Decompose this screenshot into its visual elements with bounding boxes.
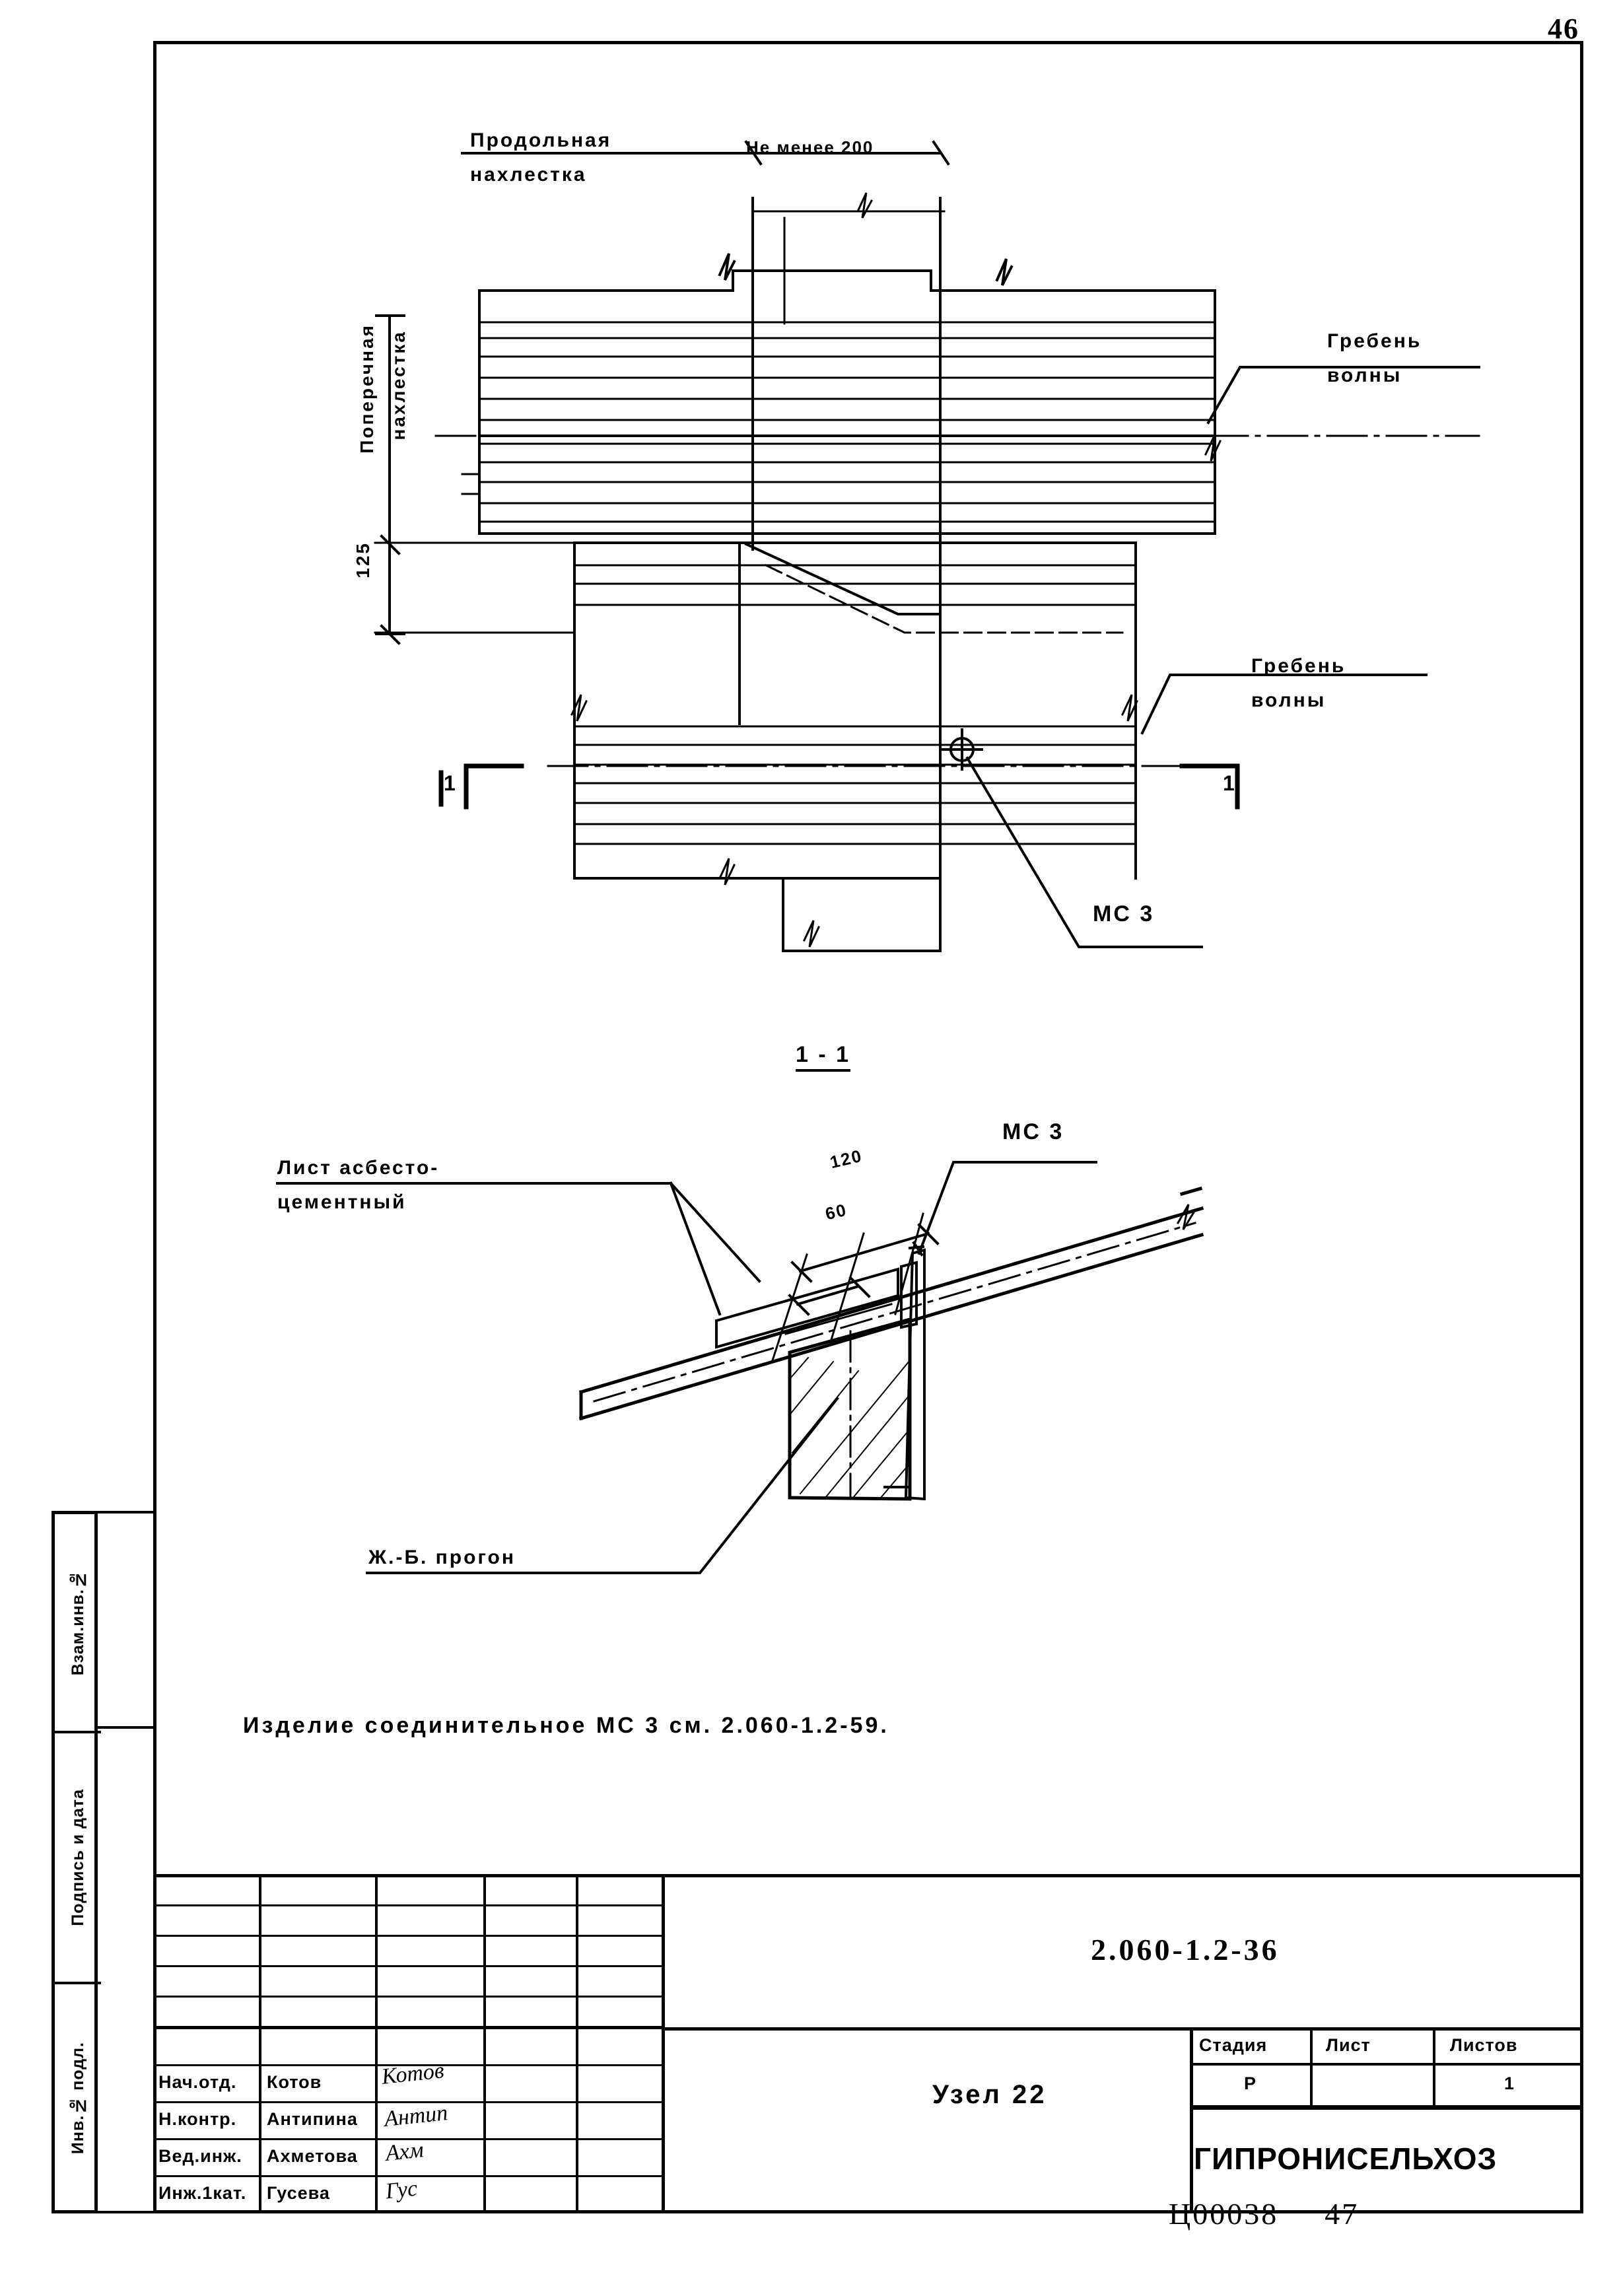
role-name-0: Котов <box>267 2072 322 2092</box>
organization-name: ГИПРОНИСЕЛЬХОЗ <box>1194 2141 1498 2176</box>
title-block-outer <box>153 1874 1583 2213</box>
document-code: 2.060-1.2-36 <box>1091 1933 1280 1966</box>
stage-header-stage: Стадия <box>1199 2035 1268 2055</box>
role-label-0: Нач.отд. <box>158 2072 237 2092</box>
organization-cell: ГИПРОНИСЕЛЬХОЗ <box>1190 2106 1583 2213</box>
label-crest-top-line1: Гребень <box>1327 330 1422 352</box>
role-label-3: Инж.1кат. <box>158 2183 247 2203</box>
role-signature-3: Гус <box>384 2176 419 2204</box>
label-transverse-lap-line1: Поперечная <box>357 324 377 454</box>
page-number: 46 <box>1548 13 1579 45</box>
title-block: Нач.отд. Котов Котов Н.контр. Антипина А… <box>153 1874 1583 2213</box>
section-mark-left-number: 1 <box>444 771 458 795</box>
margin-tick-top <box>98 1511 153 1513</box>
role-signature-0: Котов <box>380 2058 446 2089</box>
left-margin-stamp: Взам.инв.№ Подпись и дата Инв.№ подл. <box>52 1511 101 2213</box>
label-transverse-lap-line2: нахлестка <box>388 330 409 440</box>
role-name-1: Антипина <box>267 2109 358 2129</box>
margin-label-podpis-data: Подпись и дата <box>68 1789 87 1926</box>
role-signature-2: Ахм <box>384 2138 425 2166</box>
label-connector-plan: МС 3 <box>1093 901 1155 926</box>
bottom-stamp-code: Ц00038 <box>1169 2197 1279 2231</box>
margin-tick-bottom <box>98 2211 153 2213</box>
stage-value-stage: Р <box>1244 2073 1257 2093</box>
stage-header-sheets: Листов <box>1450 2035 1518 2055</box>
label-sheet-line2: цементный <box>277 1191 407 1213</box>
label-connector-section: МС 3 <box>1002 1119 1064 1144</box>
role-name-3: Гусева <box>267 2183 330 2203</box>
margin-cell-podpis-data: Подпись и дата <box>55 1731 101 1982</box>
section-title: 1 - 1 <box>796 1042 851 1072</box>
bottom-stamp: Ц00038 47 <box>1169 2196 1359 2231</box>
margin-tick-mid <box>98 1726 153 1729</box>
margin-label-vzam-inv: Взам.инв.№ <box>68 1569 87 1676</box>
general-note: Изделие соединительное МС 3 см. 2.060-1.… <box>243 1713 889 1738</box>
label-sheet-line1: Лист асбесто- <box>277 1157 440 1179</box>
bottom-stamp-number: 47 <box>1325 2197 1360 2231</box>
section-mark-right-number: 1 <box>1223 771 1237 795</box>
label-crest-bottom-line2: волны <box>1251 689 1326 711</box>
label-crest-bottom-line1: Гребень <box>1251 655 1346 677</box>
label-longitudinal-lap-line2: нахлестка <box>470 164 587 186</box>
stage-table: Стадия Лист Листов Р 1 <box>1190 2027 1583 2108</box>
label-longitudinal-lap-line1: Продольная <box>470 129 612 151</box>
label-dim-125: 125 <box>353 541 373 578</box>
label-min-200: Не менее 200 <box>746 137 874 157</box>
margin-cell-inv-podl: Инв.№ подл. <box>55 1982 101 2211</box>
role-signature-1: Антип <box>383 2101 449 2132</box>
revision-table <box>153 1874 662 2029</box>
margin-label-inv-podl: Инв.№ подл. <box>68 2041 87 2155</box>
stage-header-sheet: Лист <box>1326 2035 1371 2055</box>
role-name-2: Ахметова <box>267 2146 358 2166</box>
stage-value-sheets: 1 <box>1504 2073 1515 2093</box>
role-label-2: Вед.инж. <box>158 2146 242 2166</box>
role-label-1: Н.контр. <box>158 2109 237 2129</box>
roles-table: Нач.отд. Котов Котов Н.контр. Антипина А… <box>153 2027 662 2213</box>
label-crest-top-line2: волны <box>1327 365 1402 386</box>
margin-cell-vzam-inv: Взам.инв.№ <box>55 1514 101 1731</box>
drawing-title: Узел 22 <box>932 2080 1047 2109</box>
label-purlin: Ж.-Б. прогон <box>368 1547 516 1568</box>
